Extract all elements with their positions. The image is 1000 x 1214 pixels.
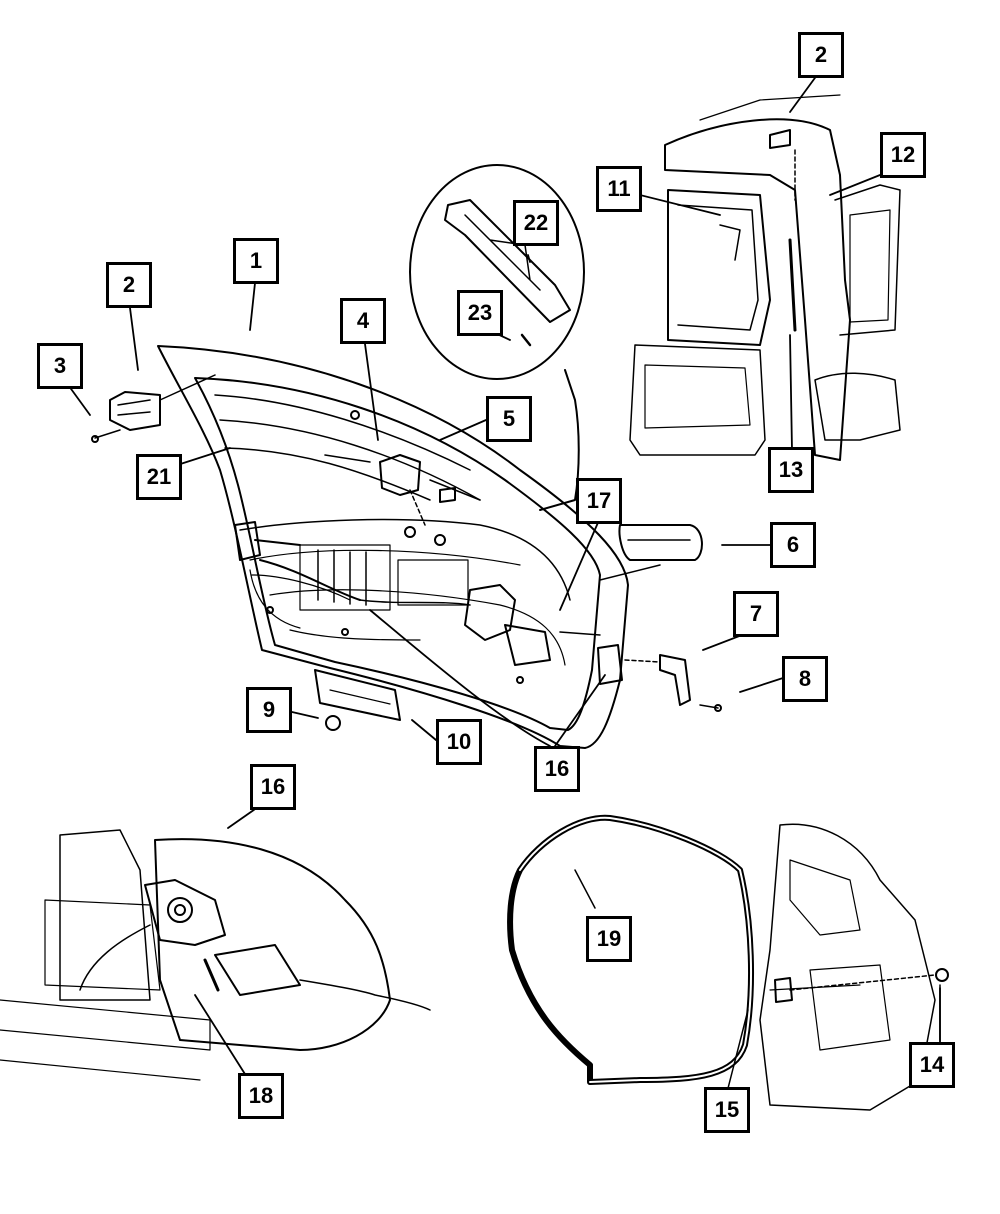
left-latch — [234, 521, 361, 601]
callout-2: 2 — [106, 262, 152, 308]
callout-16: 16 — [250, 764, 296, 810]
liftgate-panel — [157, 345, 629, 749]
lock-motor — [359, 584, 601, 666]
vehicle-opening-view — [629, 94, 901, 461]
callout-9: 9 — [246, 687, 292, 733]
callout-17: 17 — [576, 478, 622, 524]
callout-6: 6 — [770, 522, 816, 568]
callout-5: 5 — [486, 396, 532, 442]
body-pillar-view — [759, 823, 949, 1111]
right-latch — [597, 644, 722, 712]
callout-10: 10 — [436, 719, 482, 765]
callout-22: 22 — [513, 200, 559, 246]
handle-part — [599, 524, 703, 581]
weatherstrip-seal — [507, 814, 755, 1101]
callout-3: 3 — [37, 343, 83, 389]
callout-13: 13 — [768, 447, 814, 493]
callout-2: 2 — [798, 32, 844, 78]
lock-detail-view — [0, 829, 431, 1081]
callout-12: 12 — [880, 132, 926, 178]
callout-19: 19 — [586, 916, 632, 962]
callout-7: 7 — [733, 591, 779, 637]
detail-circle — [409, 164, 585, 511]
hinge-part — [91, 374, 216, 443]
callout-8: 8 — [782, 656, 828, 702]
plate-part — [314, 669, 401, 731]
leader-lines — [65, 70, 941, 1083]
callout-23: 23 — [457, 290, 503, 336]
latch-assembly — [324, 454, 481, 526]
callout-18: 18 — [238, 1073, 284, 1119]
callout-15: 15 — [704, 1087, 750, 1133]
callout-16: 16 — [534, 746, 580, 792]
callout-11: 11 — [596, 166, 642, 212]
callout-21: 21 — [136, 454, 182, 500]
callout-4: 4 — [340, 298, 386, 344]
callout-1: 1 — [233, 238, 279, 284]
callout-14: 14 — [909, 1042, 955, 1088]
